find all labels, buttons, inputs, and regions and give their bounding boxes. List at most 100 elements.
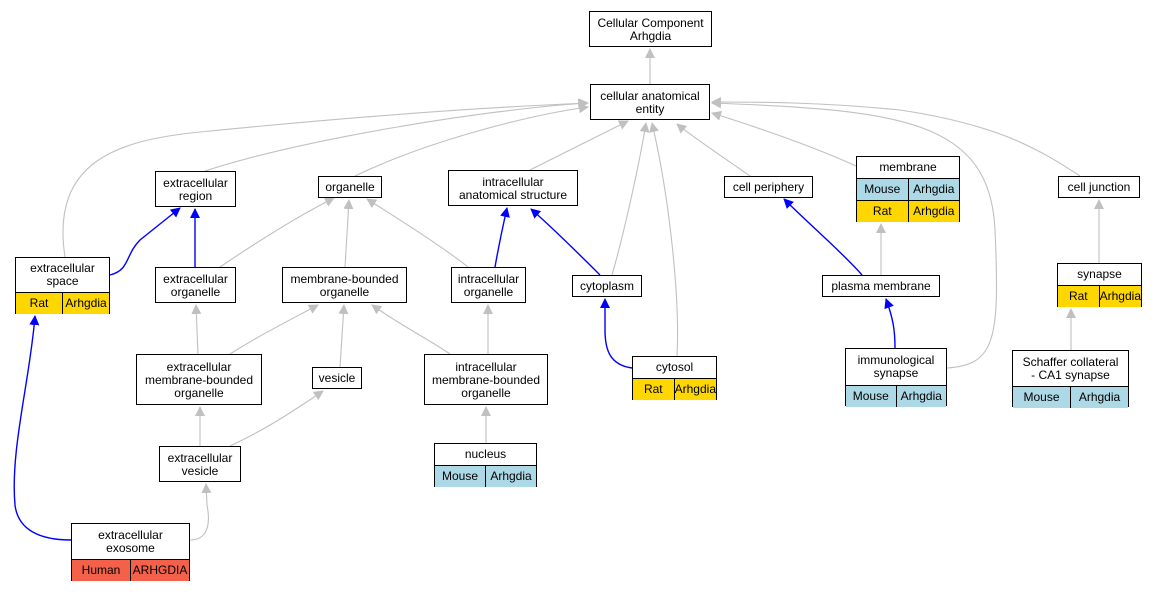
node-label: vesicle [318, 371, 356, 385]
gene-cell: Arhgdia [1098, 286, 1141, 307]
node-organelle: organelle [318, 176, 382, 198]
edge-extracellular-membrane-bounded-organelle-to-membrane-bounded-organelle [229, 304, 319, 355]
gene-cell: Arhgdia [907, 201, 959, 222]
species-cell: Mouse [857, 179, 908, 200]
node-label: nucleus [464, 447, 507, 461]
node-label: membrane [879, 160, 937, 174]
gene-cell: Arhgdia [485, 466, 536, 487]
gene-cell: Arhgdia [1070, 387, 1128, 408]
edge-membrane-to-cellular-anatomical-entity [711, 110, 857, 167]
node-label: plasma membrane [831, 279, 931, 293]
species-cell: Rat [1058, 286, 1099, 307]
edge-layer [13, 48, 1104, 541]
edge-extracellular-exosome-to-extracellular-vesicle [189, 483, 212, 541]
species-cell: Rat [857, 201, 908, 222]
node-label: cytoplasm [579, 279, 635, 293]
species-cell: Mouse [1013, 387, 1070, 408]
node-label: organelle [325, 180, 375, 194]
species-cell: Rat [633, 379, 674, 400]
gene-cell: Arhgdia [673, 379, 716, 400]
gene-cell: Arhgdia [62, 293, 109, 314]
edge-intracellular-organelle-to-intracellular-anatomical-structure [494, 207, 510, 268]
edge-intracellular-membrane-bounded-organelle-to-membrane-bounded-organelle [371, 304, 451, 355]
node-label: cytosol [655, 360, 694, 374]
gene-cell: Arhgdia [895, 386, 946, 407]
node-cell-junction: cell junction [1058, 176, 1140, 198]
node-cell-periphery: cell periphery [724, 176, 813, 198]
species-cell: Mouse [846, 386, 896, 407]
gene-cell: ARHGDIA [130, 560, 189, 581]
edge-extracellular-exosome-to-extracellular-space [13, 315, 72, 541]
edge-intracellular-anatomical-structure-to-cellular-anatomical-entity [529, 120, 629, 171]
edge-intracellular-organelle-to-organelle [366, 198, 469, 268]
edge-cytosol-to-cytoplasm [600, 298, 633, 369]
species-cell: Human [72, 560, 130, 581]
node-vesicle: vesicle [312, 367, 362, 389]
edge-extracellular-space-to-cellular-anatomical-entity [62, 98, 589, 258]
edge-organelle-to-cellular-anatomical-entity [354, 103, 589, 177]
edge-extracellular-membrane-bounded-organelle-to-extracellular-organelle [191, 304, 202, 355]
species-cell: Rat [16, 293, 62, 314]
edge-cytoplasm-to-intracellular-anatomical-structure [530, 208, 601, 276]
edge-cytosol-to-cellular-anatomical-entity [649, 122, 679, 357]
node-label: synapse [1077, 267, 1122, 281]
edge-extracellular-organelle-to-organelle [219, 197, 335, 268]
edge-extracellular-vesicle-to-vesicle [229, 390, 324, 447]
edge-vesicle-to-membrane-bounded-organelle [338, 304, 349, 368]
gene-cell: Arhgdia [907, 179, 959, 200]
species-cell: Mouse [435, 466, 485, 487]
edge-extracellular-space-to-extracellular-region [109, 207, 181, 276]
edge-immunological-synapse-to-plasma-membrane [884, 298, 896, 349]
node-label: Schaffer collateral- CA1 synapse [1022, 354, 1119, 382]
edge-cell-junction-to-cellular-anatomical-entity [711, 97, 1081, 177]
edge-extracellular-region-to-cellular-anatomical-entity [204, 98, 588, 172]
edge-cytoplasm-to-cellular-anatomical-entity [611, 122, 650, 276]
edge-membrane-bounded-organelle-to-organelle [343, 199, 354, 268]
node-cytoplasm: cytoplasm [572, 275, 642, 297]
node-label: cell periphery [732, 180, 805, 194]
edge-plasma-membrane-to-cell-periphery [783, 198, 863, 276]
edge-cell-periphery-to-cellular-anatomical-entity [676, 123, 751, 177]
node-label: cell junction [1067, 180, 1131, 194]
